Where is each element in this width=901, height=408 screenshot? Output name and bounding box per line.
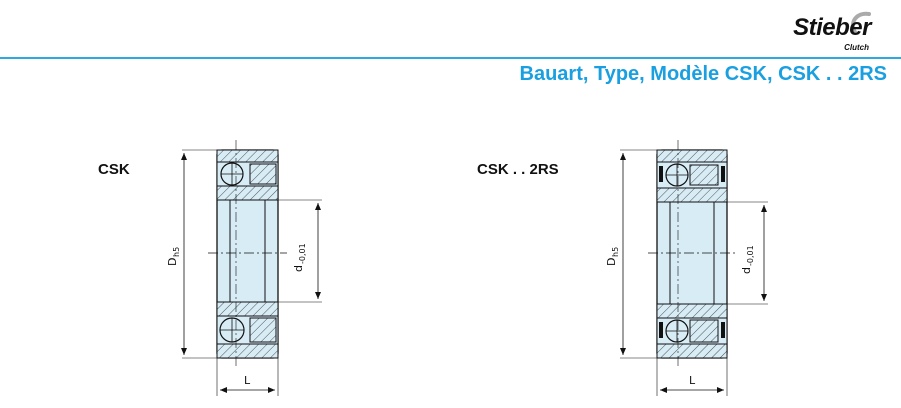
csk-2rs-inner-dim-sub: -0,01 bbox=[746, 245, 755, 266]
csk-outer-dim-sub: h5 bbox=[172, 247, 181, 257]
csk-upper-section bbox=[216, 149, 279, 201]
csk-drawing: D h5 d -0,01 L bbox=[166, 140, 322, 396]
brand-name: Stieber bbox=[793, 14, 871, 41]
seal-mark bbox=[659, 322, 663, 338]
csk-2rs-width-dim-label: L bbox=[689, 374, 696, 387]
brand-sub: Clutch bbox=[844, 43, 869, 52]
logo-swoosh-icon bbox=[850, 11, 871, 34]
seal-mark bbox=[659, 166, 663, 182]
csk-2rs-outer-dim-label: D bbox=[605, 258, 618, 266]
csk-2rs-upper-section bbox=[656, 149, 728, 203]
csk-2rs-inner-dim-label: d bbox=[740, 267, 753, 274]
variant-label-csk: CSK bbox=[98, 161, 130, 178]
csk-inner-dim-label: d bbox=[292, 265, 305, 272]
stieber-logo: Stieber Clutch bbox=[787, 10, 887, 54]
csk-lower-section bbox=[216, 301, 279, 359]
csk-outer-dim-label: D bbox=[166, 258, 179, 266]
csk-2rs-drawing: D h5 d -0,01 L bbox=[605, 140, 768, 396]
csk-width-dim-label: L bbox=[244, 374, 251, 387]
csk-2rs-outer-dim-sub: h5 bbox=[611, 247, 620, 257]
header-rule bbox=[0, 57, 901, 59]
csk-2rs-lower-section bbox=[656, 303, 728, 359]
seal-mark bbox=[721, 166, 725, 182]
header: Stieber Clutch Bauart, Type, Modèle CSK,… bbox=[0, 0, 901, 100]
seal-mark bbox=[721, 322, 725, 338]
variant-label-csk-2rs: CSK . . 2RS bbox=[477, 161, 559, 178]
page-title: Bauart, Type, Modèle CSK, CSK . . 2RS bbox=[519, 63, 887, 85]
csk-inner-dim-sub: -0,01 bbox=[298, 243, 307, 264]
